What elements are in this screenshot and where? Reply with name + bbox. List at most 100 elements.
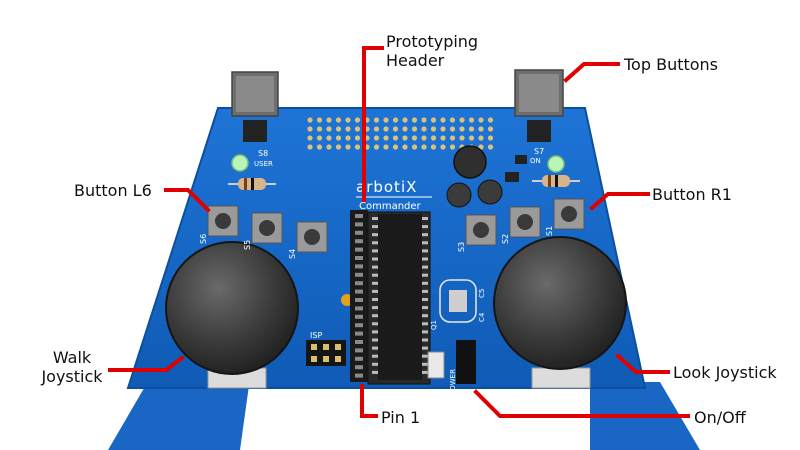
capacitor-small-2: [477, 179, 503, 205]
isp-pin: [335, 344, 341, 350]
isp-pin: [323, 344, 329, 350]
isp-header: [306, 340, 346, 366]
proto-hole: [440, 135, 446, 141]
proto-hole: [449, 144, 456, 150]
proto-hole: [316, 144, 323, 150]
isp-pin: [311, 356, 317, 362]
chip-pin-right: [422, 346, 428, 350]
proto-hole: [354, 135, 361, 141]
proto-hole: [373, 117, 380, 123]
strip-pin: [355, 281, 363, 286]
power-switch: [427, 351, 445, 379]
silk-s7: S7: [534, 147, 544, 156]
chip-pin-right: [422, 289, 428, 293]
silk-user: USER: [254, 160, 273, 168]
proto-hole: [392, 144, 399, 150]
brand-logo-text: arbotiX: [356, 178, 417, 196]
proto-hole: [421, 135, 427, 141]
chip-pin-left: [372, 298, 378, 301]
led-left: [231, 154, 249, 172]
isp-housing: [306, 340, 346, 366]
proto-hole: [421, 117, 427, 123]
chip-pin-right: [422, 330, 428, 334]
label-walk-joystick-line2: Joystick: [41, 367, 103, 386]
chip-pin-left: [372, 370, 378, 374]
button-s2: [509, 206, 541, 238]
proto-hole: [430, 144, 437, 150]
chip-pin-right: [422, 338, 428, 342]
proto-hole: [392, 135, 399, 141]
proto-hole: [402, 144, 408, 150]
chip-pin-right: [422, 362, 428, 366]
proto-hole: [421, 144, 427, 150]
pcb-left-leg: [108, 378, 250, 450]
proto-hole: [478, 117, 484, 123]
label-on-off: On/Off: [694, 408, 746, 427]
silk-s5: S5: [243, 240, 252, 250]
capacitor-large: [453, 145, 487, 179]
chip-pin-right: [422, 281, 428, 285]
proto-hole: [411, 117, 418, 123]
proto-hole: [307, 144, 313, 150]
strip-pin: [355, 306, 363, 311]
proto-hole: [373, 144, 380, 150]
proto-hole: [478, 126, 484, 132]
proto-hole: [383, 126, 389, 132]
proto-hole: [383, 117, 389, 123]
silk-s1: S1: [545, 226, 554, 236]
proto-hole: [421, 126, 427, 132]
proto-hole: [354, 117, 361, 123]
smd-chip-2: [515, 155, 527, 164]
silk-s2: S2: [501, 234, 510, 244]
chip-pin-right: [422, 217, 428, 220]
chip-pin-right: [422, 273, 428, 277]
chip-pin-left: [372, 314, 378, 318]
proto-hole: [345, 144, 351, 150]
chip-pin-right: [422, 241, 428, 245]
chip-pin-right: [422, 370, 428, 374]
proto-hole: [459, 117, 465, 123]
proto-header-holes: [307, 117, 494, 150]
proto-hole: [487, 126, 494, 132]
strip-pin: [355, 340, 363, 344]
proto-hole: [440, 144, 446, 150]
proto-hole: [326, 144, 332, 150]
proto-hole: [326, 126, 332, 132]
callout-line-top-buttons: [563, 62, 620, 83]
callout-line-walk: [108, 355, 185, 372]
label-button-l6: Button L6: [74, 181, 152, 200]
proto-hole: [430, 135, 437, 141]
walk-joystick: [165, 241, 299, 375]
silk-on: ON: [530, 157, 541, 165]
top-button-left: [231, 71, 279, 142]
proto-hole: [345, 135, 351, 141]
look-joystick: [493, 236, 627, 370]
proto-hole: [326, 135, 332, 141]
chip-pin-left: [372, 273, 378, 277]
callout-line-onoff: [473, 389, 690, 418]
silk-q1: Q1: [430, 320, 438, 330]
chip-pin-left: [372, 338, 378, 342]
chip-pin-right: [422, 249, 428, 253]
callout-line-proto: [362, 46, 384, 202]
chip-pin-left: [372, 281, 378, 285]
proto-hole: [440, 117, 446, 123]
callout-line-l6: [164, 188, 211, 213]
chip-pin-right: [422, 225, 428, 229]
proto-hole: [411, 126, 418, 132]
top-button-right: [514, 69, 564, 142]
proto-hole: [383, 144, 389, 150]
label-button-r1: Button R1: [652, 185, 732, 204]
strip-pin: [355, 356, 363, 361]
isp-pin: [335, 356, 341, 362]
crystal: [449, 290, 467, 312]
proto-hole: [307, 126, 313, 132]
label-look-joystick: Look Joystick: [673, 363, 777, 382]
chip-pin-right: [422, 354, 428, 358]
proto-hole: [478, 135, 484, 141]
proto-hole: [335, 135, 342, 141]
chip-pin-right: [422, 265, 428, 269]
proto-hole: [430, 117, 437, 123]
resistor-left: [228, 178, 276, 190]
proto-hole: [402, 117, 408, 123]
